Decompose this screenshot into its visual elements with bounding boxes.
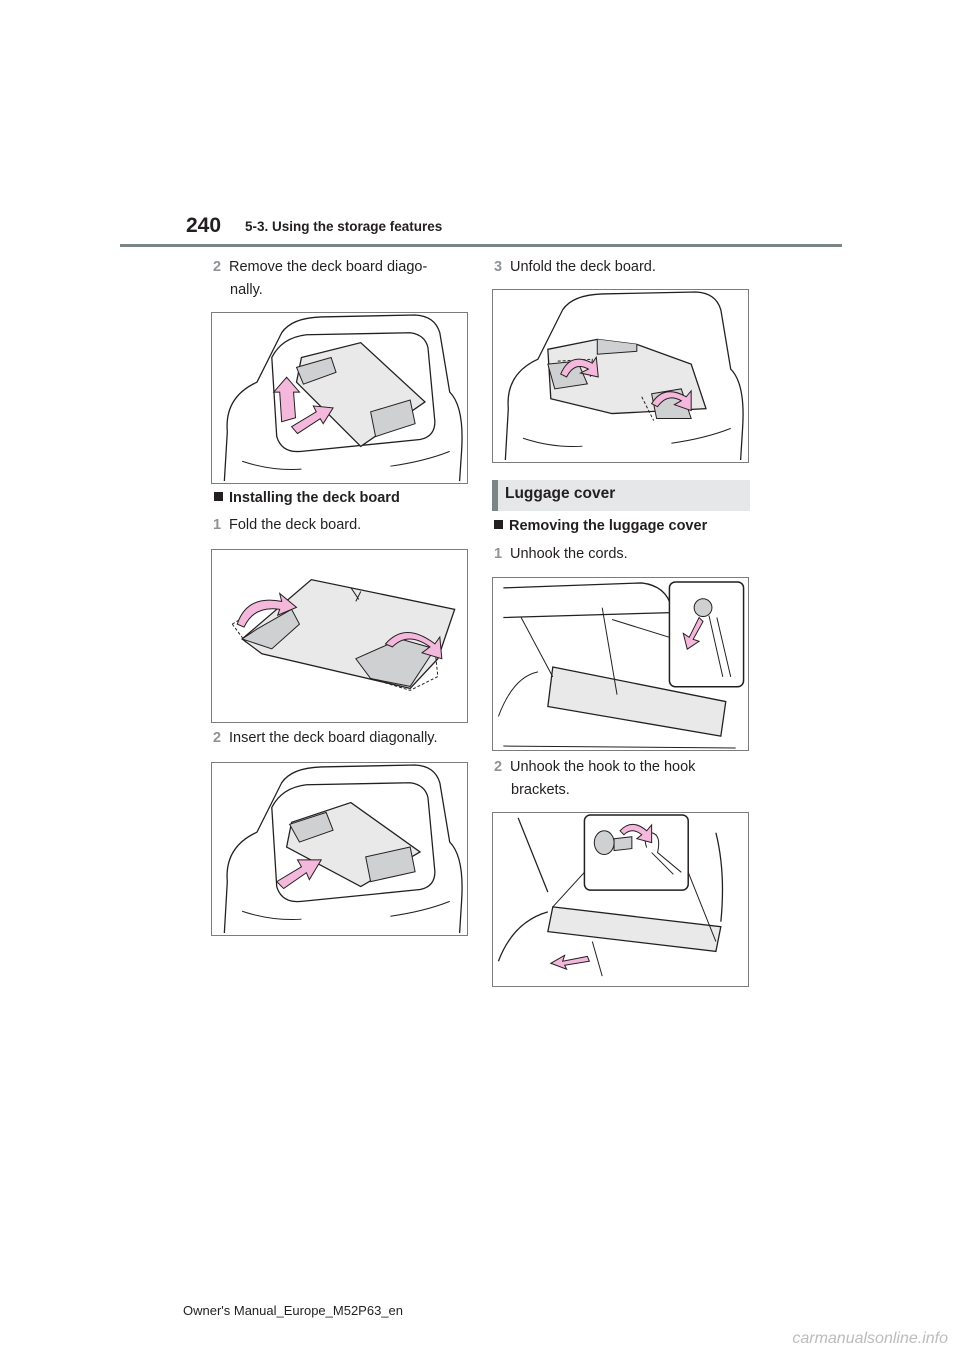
header-rule <box>120 244 842 247</box>
watermark[interactable]: carmanualsonline.info <box>792 1330 948 1347</box>
step-number: 2 <box>213 730 222 746</box>
heading-accent-bar <box>492 480 498 511</box>
step-insert-deck-board: 2 Insert the deck board diagonally. <box>213 727 438 750</box>
footer-manual-name: Owner's Manual_Europe_M52P63_en <box>0 1303 960 1318</box>
step-unhook-hook: 2 Unhook the hook to the hook brackets. <box>494 756 751 802</box>
square-bullet-icon <box>214 492 223 501</box>
step-text: Unhook the hook to the hook brackets. <box>510 759 696 798</box>
subheading-text: Installing the deck board <box>229 490 400 506</box>
step-number: 1 <box>494 546 503 562</box>
figure-remove-deck-board <box>211 312 468 484</box>
step-text: Fold the deck board. <box>229 517 362 533</box>
figure-insert-deck-board <box>211 762 468 936</box>
step-text: Insert the deck board diagonally. <box>229 730 438 746</box>
step-unhook-cords: 1 Unhook the cords. <box>494 543 628 566</box>
page-number: 240 <box>186 214 222 237</box>
figure-unfold-deck-board <box>492 289 749 463</box>
removing-luggage-cover-heading: Removing the luggage cover <box>494 518 707 534</box>
step-text: Unhook the cords. <box>510 546 628 562</box>
figure-unhook-cords <box>492 577 749 751</box>
step-text: Remove the deck board diago- nally. <box>229 259 428 298</box>
step-remove-deck-board: 2 Remove the deck board diago- nally. <box>213 256 470 302</box>
step-number: 1 <box>213 517 222 533</box>
step-number: 2 <box>494 759 503 775</box>
section-title: 5-3. Using the storage features <box>245 219 443 234</box>
luggage-cover-heading: Luggage cover <box>492 480 750 511</box>
heading-text: Luggage cover <box>505 485 616 502</box>
step-unfold-deck-board: 3 Unfold the deck board. <box>494 256 656 279</box>
step-fold-deck-board: 1 Fold the deck board. <box>213 514 362 537</box>
step-number: 3 <box>494 259 503 275</box>
footer-text: Owner's Manual_Europe_M52P63_en <box>182 1303 403 1318</box>
subheading-text: Removing the luggage cover <box>509 518 708 534</box>
step-text: Unfold the deck board. <box>510 259 656 275</box>
installing-deck-board-heading: Installing the deck board <box>214 490 400 506</box>
square-bullet-icon <box>494 520 503 529</box>
figure-unhook-hook <box>492 812 749 987</box>
step-number: 2 <box>213 259 222 275</box>
figure-fold-deck-board <box>211 549 468 723</box>
